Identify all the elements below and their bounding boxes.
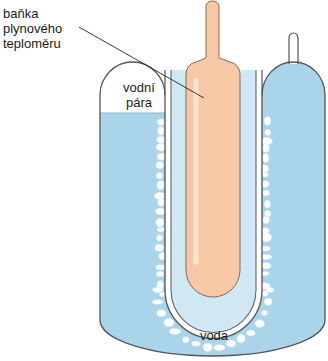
ice-crystal <box>255 320 265 328</box>
ice-crystal <box>158 127 164 135</box>
ice-crystal <box>263 153 269 162</box>
ice-crystal <box>182 337 189 343</box>
ice-crystal <box>237 334 245 343</box>
ice-crystal <box>152 300 163 304</box>
thermometer-bulb-label: baňka plynového teploměru <box>3 6 81 51</box>
ice-crystal <box>264 117 270 126</box>
ice-crystal <box>263 144 270 153</box>
ice-crystal <box>157 181 164 190</box>
ice-crystal <box>155 244 164 251</box>
ice-crystal <box>264 200 270 208</box>
ice-crystal <box>156 173 162 179</box>
ice-crystal <box>169 328 180 334</box>
ice-crystal <box>267 288 274 293</box>
seal-tip <box>289 33 298 64</box>
ice-crystal <box>156 218 164 226</box>
ice-crystal <box>156 162 164 169</box>
ice-crystal <box>192 341 201 346</box>
vapour-label: vodní pára <box>110 80 168 110</box>
ice-crystal <box>164 318 174 326</box>
water-label: voda <box>183 328 245 343</box>
ice-crystal <box>156 271 164 277</box>
ice-crystal <box>156 208 166 215</box>
ice-crystal <box>263 190 270 196</box>
ice-crystal <box>264 298 272 305</box>
ice-crystal <box>260 173 268 177</box>
bulb-highlight <box>194 80 199 262</box>
ice-crystal <box>153 288 163 293</box>
water-surface <box>100 113 165 114</box>
vapour-space <box>95 55 170 113</box>
ice-crystal <box>157 119 164 125</box>
ice-crystal <box>214 345 225 351</box>
ice-crystal <box>261 262 271 269</box>
ice-crystal <box>263 216 270 224</box>
ice-crystal <box>261 310 267 315</box>
ice-crystal <box>203 343 212 351</box>
ice-crystal <box>157 235 163 241</box>
thermometer-bulb <box>186 1 240 297</box>
ice-crystal <box>157 310 166 317</box>
ice-crystal <box>247 330 256 336</box>
ice-crystal <box>264 211 271 217</box>
ice-crystal <box>158 198 165 206</box>
ice-crystal <box>260 165 269 173</box>
ice-crystal <box>265 129 271 135</box>
